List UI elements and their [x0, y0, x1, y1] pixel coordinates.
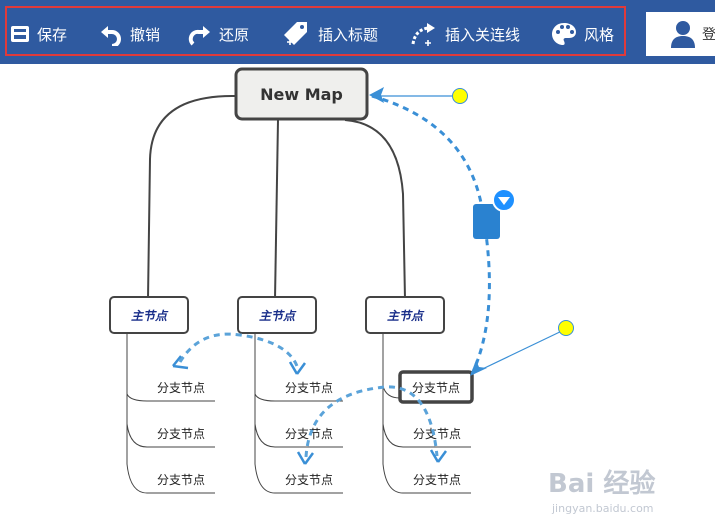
save-button[interactable]: 保存 — [10, 16, 67, 52]
branch-connectors — [126, 334, 471, 494]
sub-topic[interactable]: 分支节点 — [285, 473, 333, 487]
insert-topic-label: 插入标题 — [318, 25, 379, 44]
tag-plus-icon — [284, 22, 307, 45]
chevron-down-icon — [498, 197, 510, 205]
user-avatar-icon — [671, 21, 695, 48]
root-topic-text: New Map — [260, 85, 343, 104]
watermark: Bai 经验 jingyan.baidu.com — [548, 468, 655, 515]
sub-topic[interactable]: 分支节点 — [157, 427, 205, 441]
main-topic-text: 主节点 — [131, 309, 169, 323]
redo-label: 还原 — [219, 25, 250, 44]
watermark-url: jingyan.baidu.com — [551, 502, 654, 515]
main-topic-text: 主节点 — [387, 309, 425, 323]
style-label: 风格 — [584, 25, 615, 44]
insert-relation-button[interactable]: 插入关连线 — [410, 16, 520, 52]
main-topic[interactable]: 主节点 — [365, 296, 445, 334]
root-connectors — [147, 94, 406, 300]
palette-icon — [552, 23, 576, 45]
toolbar-highlight-frame — [5, 6, 626, 56]
insert-topic-button[interactable]: 插入标题 — [283, 16, 378, 52]
undo-icon — [101, 26, 121, 46]
selected-sub-topic[interactable]: 分支节点 — [398, 370, 474, 404]
relation-arrow-icon — [411, 23, 435, 46]
relation-line[interactable] — [172, 332, 307, 375]
style-button[interactable]: 风格 — [551, 16, 614, 52]
relation-options-dropdown[interactable] — [492, 188, 516, 212]
sub-topic[interactable]: 分支节点 — [413, 473, 461, 487]
sub-topic[interactable]: 分支节点 — [285, 381, 333, 395]
root-topic[interactable]: New Map — [234, 67, 369, 121]
control-point-handle[interactable] — [452, 88, 468, 104]
control-point-handle[interactable] — [558, 320, 574, 336]
redo-button[interactable]: 还原 — [188, 16, 249, 52]
insert-relation-label: 插入关连线 — [445, 25, 521, 44]
relation-label-box[interactable] — [473, 204, 500, 239]
user-name: 登 — [702, 27, 715, 43]
sub-topic[interactable]: 分支节点 — [413, 427, 461, 441]
user-area[interactable]: 登 — [646, 12, 715, 56]
sub-topic: 分支节点 — [412, 381, 460, 395]
main-topic-text: 主节点 — [259, 309, 297, 323]
sub-topic[interactable]: 分支节点 — [157, 473, 205, 487]
control-handle-line — [471, 328, 567, 375]
save-icon — [11, 26, 29, 42]
mindmap-canvas: New Map 主节点 主节点 主节点 分支节点 分支节点 分支节点 分支节点 … — [109, 67, 655, 515]
redo-icon — [188, 26, 210, 46]
save-label: 保存 — [37, 25, 68, 44]
relation-line[interactable] — [369, 87, 491, 376]
main-topic[interactable]: 主节点 — [109, 296, 189, 334]
watermark-logo: Bai 经验 — [548, 468, 655, 499]
sub-topic[interactable]: 分支节点 — [157, 381, 205, 395]
main-topic[interactable]: 主节点 — [237, 296, 317, 334]
undo-label: 撤销 — [130, 25, 161, 44]
toolbar: 保存 撤销 还原 插入标题 插入关连线 — [0, 0, 715, 64]
relation-line[interactable] — [296, 385, 448, 465]
undo-button[interactable]: 撤销 — [99, 16, 160, 52]
